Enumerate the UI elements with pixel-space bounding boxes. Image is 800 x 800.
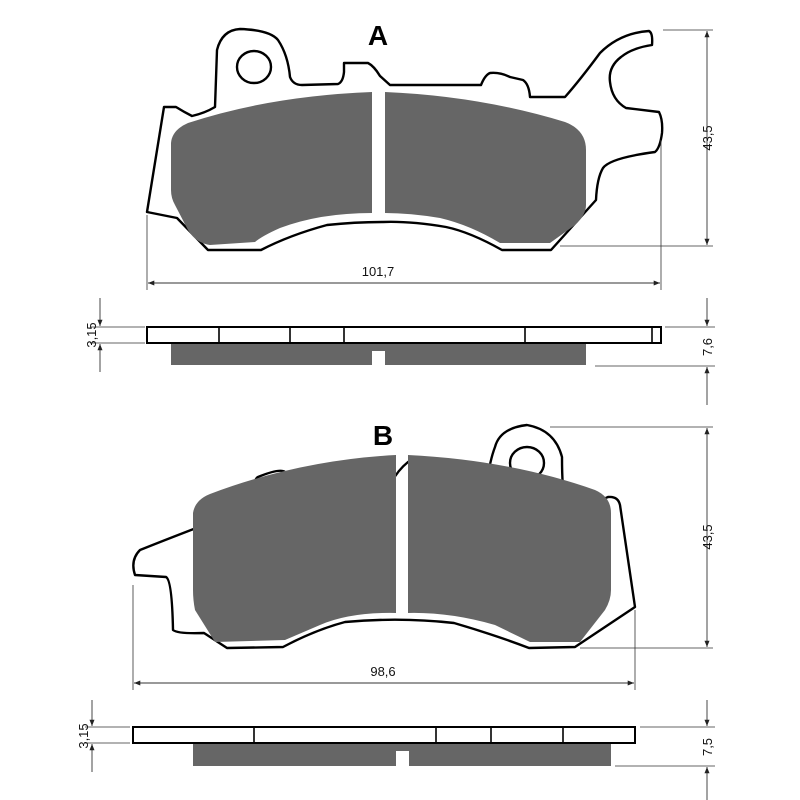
- pad-a-side-plate: [146, 326, 662, 344]
- pad-a-friction-left: [171, 92, 372, 245]
- pad-b-front-view: B: [132, 420, 637, 650]
- pad-b-side-friction-right: [409, 743, 611, 766]
- pad-b-plate-thickness-dim: 3,15: [76, 723, 91, 748]
- pad-b-total-thickness-dim: 7,5: [700, 738, 715, 756]
- pad-b-label: B: [373, 420, 393, 451]
- pad-b-side-plate: [132, 726, 636, 744]
- pad-a-side-friction-left: [171, 343, 372, 365]
- pad-b-side-friction-left: [193, 743, 396, 766]
- pad-b-width-dim: 98,6: [370, 664, 395, 679]
- pad-a-width-dim: 101,7: [362, 264, 395, 279]
- pad-a-total-thickness-dim: 7,6: [700, 338, 715, 356]
- pad-b-friction-left: [193, 455, 396, 642]
- pad-a-front-view: A: [145, 20, 664, 252]
- pad-a-side-friction-right: [385, 343, 586, 365]
- pad-a-friction-right: [385, 92, 586, 243]
- pad-a-mounting-hole: [235, 49, 273, 85]
- pad-a-plate-thickness-dim: 3,15: [84, 322, 99, 347]
- pad-a-height-dim: 43,5: [700, 125, 715, 150]
- pad-a-side-view: 3,15 7,6: [84, 298, 715, 405]
- pad-b-friction-right: [408, 455, 611, 642]
- pad-a-dimensions: 43,5 101,7: [146, 29, 715, 290]
- pad-b-height-dim: 43,5: [700, 524, 715, 549]
- pad-a-label: A: [368, 20, 388, 51]
- pad-b-dimensions: 43,5 98,6: [132, 426, 715, 690]
- pad-b-side-view: 3,15 7,5: [76, 700, 715, 800]
